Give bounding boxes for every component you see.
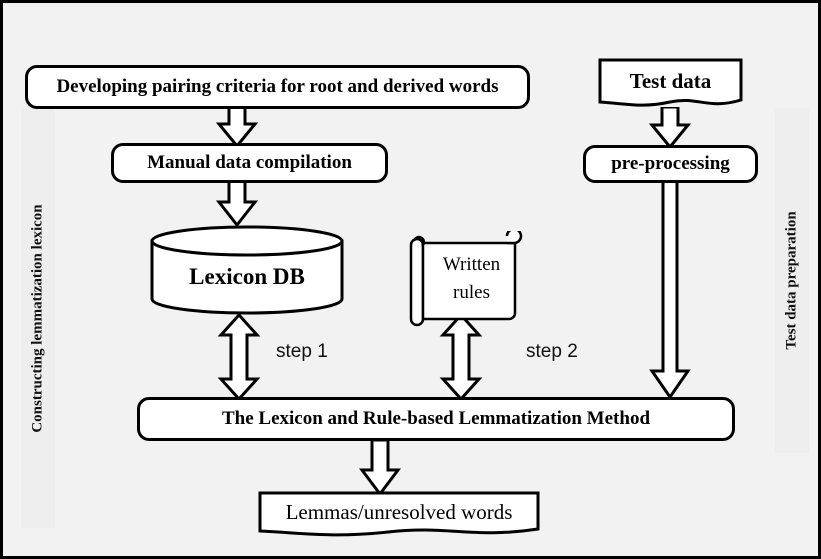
node-test-data[interactable]: Test data	[598, 58, 743, 110]
band-constructing-lexicon: Constructing lemmatization lexicon	[21, 108, 55, 528]
node-method-label: The Lexicon and Rule-based Lemmatization…	[221, 408, 651, 429]
label-step-2: step 2	[526, 341, 578, 362]
node-manual-data-compilation[interactable]: Manual data compilation	[111, 143, 388, 183]
node-lexicon-db-label: Lexicon DB	[189, 264, 305, 289]
node-developing-pairing-criteria[interactable]: Developing pairing criteria for root and…	[25, 65, 530, 109]
arrow-testdata-to-preprocessing	[648, 107, 692, 149]
node-pre-processing-label: pre-processing	[611, 153, 730, 174]
node-pre-processing[interactable]: pre-processing	[583, 145, 758, 183]
arrow-preprocessing-to-method	[648, 181, 692, 399]
node-written-rules-label: Written rules	[403, 251, 528, 308]
node-output-lemmas[interactable]: Lemmas/unresolved words	[258, 491, 540, 539]
node-output-label: Lemmas/unresolved words	[285, 499, 513, 524]
arrow-compilation-to-lexicondb	[215, 181, 259, 227]
label-step-1: step 1	[276, 341, 328, 362]
node-test-data-label: Test data	[629, 68, 712, 93]
node-manual-compilation-label: Manual data compilation	[147, 152, 352, 173]
band-left-label: Constructing lemmatization lexicon	[29, 203, 46, 433]
band-right-label: Test data preparation	[783, 211, 800, 350]
written-rules-line-1: Written	[442, 253, 501, 275]
arrow-criteria-to-compilation	[215, 104, 259, 148]
node-written-rules[interactable]: Written rules	[403, 231, 528, 327]
arrow-method-to-output	[358, 440, 402, 496]
node-lemmatization-method[interactable]: The Lexicon and Rule-based Lemmatization…	[137, 397, 735, 441]
written-rules-line-2: rules	[453, 282, 490, 303]
arrow-lexicondb-to-method-bidirectional	[217, 313, 261, 401]
node-pairing-criteria-label: Developing pairing criteria for root and…	[56, 76, 499, 97]
band-test-data-preparation: Test data preparation	[775, 108, 809, 453]
node-lexicon-db[interactable]: Lexicon DB	[149, 225, 345, 315]
